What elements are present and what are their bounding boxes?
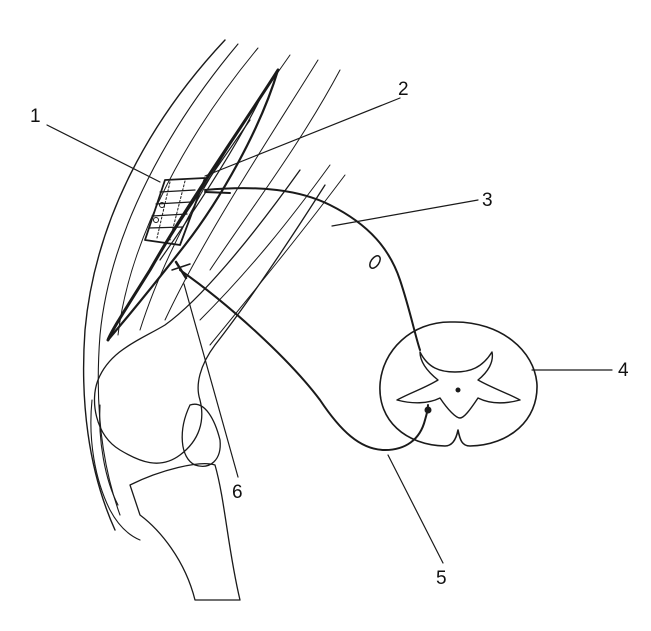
sensory-nerve-fiber [205,188,420,350]
leader-lines [47,98,612,563]
callout-6: 6 [232,482,243,503]
motor-nerve-fiber [172,262,428,450]
spinal-cord-section [380,322,537,446]
callout-labels: 1 2 3 4 5 6 [30,79,629,589]
callout-1: 1 [30,106,41,127]
tibia-bone [130,464,240,600]
limb-outline [84,40,345,530]
muscle-spindle [145,178,205,245]
femur-bone [94,170,325,466]
callout-5: 5 [436,568,447,589]
callout-3: 3 [482,190,493,211]
muscle-body [108,70,278,340]
callout-4: 4 [618,360,629,381]
callout-2: 2 [398,79,409,100]
